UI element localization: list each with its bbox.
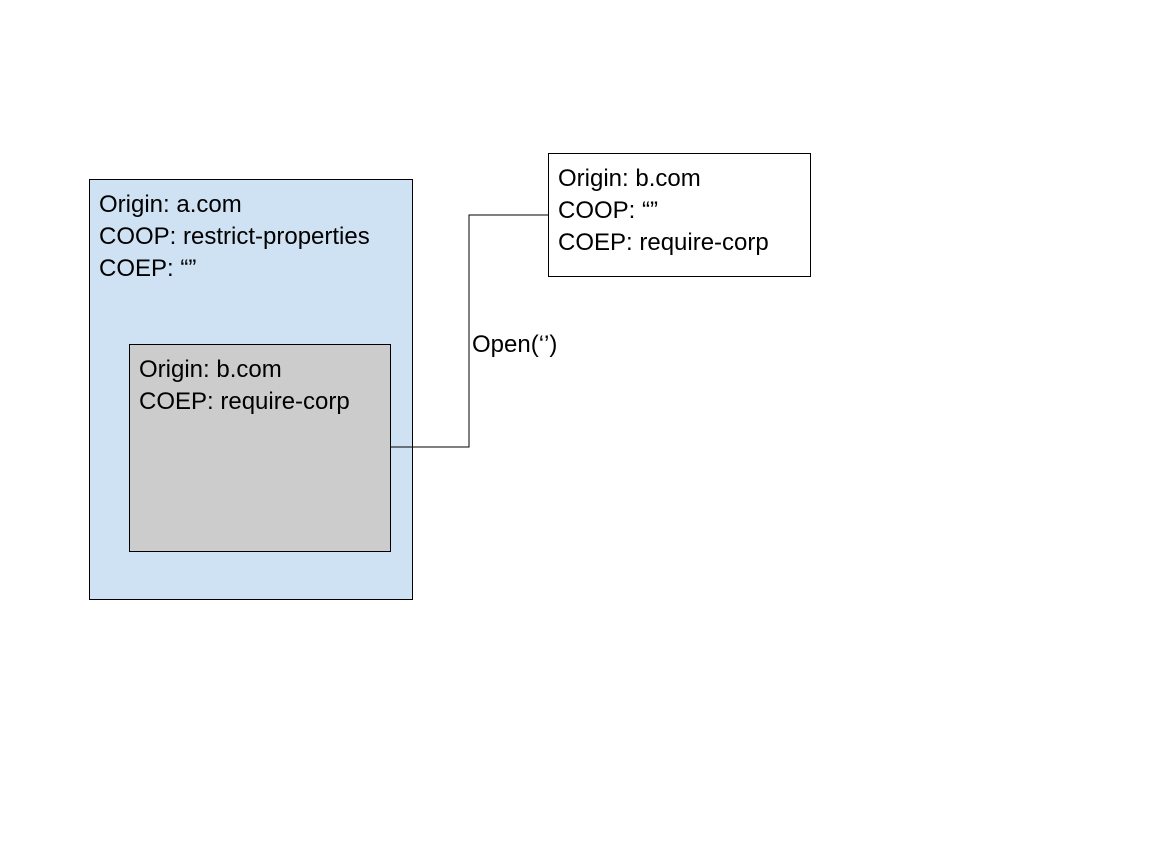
open-label: Open(‘’) — [472, 331, 558, 358]
popup-window-coop: COOP: “” — [558, 197, 658, 224]
iframe-origin: Origin: b.com — [139, 356, 282, 383]
iframe-coep: COEP: require-corp — [139, 388, 350, 415]
outer-window-coep: COEP: “” — [99, 255, 197, 282]
popup-window-origin: Origin: b.com — [558, 165, 701, 192]
iframe-box: Origin: b.com COEP: require-corp — [129, 344, 391, 552]
outer-window-coop: COOP: restrict-properties — [99, 223, 370, 250]
outer-window-origin: Origin: a.com — [99, 191, 242, 218]
popup-window-box: Origin: b.com COOP: “” COEP: require-cor… — [548, 153, 811, 277]
popup-window-coep: COEP: require-corp — [558, 229, 769, 256]
